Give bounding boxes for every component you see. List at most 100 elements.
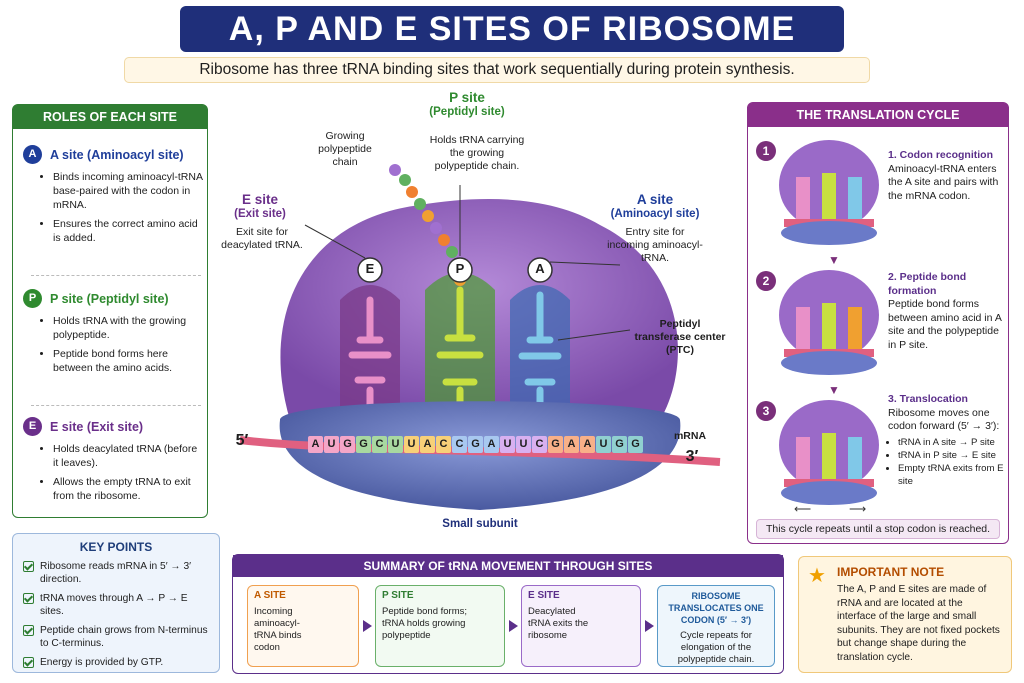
summary-card-text: Incoming aminoacyl-tRNA binds codon xyxy=(254,606,302,653)
codon-letter: C xyxy=(372,436,387,453)
step-number: 2 xyxy=(756,271,776,291)
codon-letter: U xyxy=(404,436,419,453)
mrna-label: mRNA xyxy=(673,430,707,442)
codon-letter: A xyxy=(308,436,323,453)
codon-letter: C xyxy=(436,436,451,453)
role-a-site: A A site (Aminoacyl site) Binds incoming… xyxy=(23,145,203,250)
key-point: Ribosome reads mRNA in 5′ → 3′ direction… xyxy=(23,560,209,586)
summary-card-text: Cycle repeats for elongation of the poly… xyxy=(677,630,755,665)
key-point-text: Energy is provided by GTP. xyxy=(40,657,164,668)
p-site-badge: P xyxy=(455,261,465,276)
codon-letter: U xyxy=(388,436,403,453)
cycle-footer: This cycle repeats until a stop codon is… xyxy=(756,519,1000,539)
arrow-right-icon xyxy=(363,620,372,632)
codon-letter: A xyxy=(564,436,579,453)
page-title: A, P AND E SITES OF RIBOSOME xyxy=(180,6,844,52)
step-3-text: 3. Translocation Ribosome moves one codo… xyxy=(888,393,1006,488)
e-site-badge: E xyxy=(365,261,375,276)
step-3-ribosome-icon: ⟵⟶ xyxy=(779,400,879,515)
a-site-desc: Entry site for incoming aminoacyl-tRNA. xyxy=(607,226,703,264)
a-site-title: A site xyxy=(636,192,674,207)
e-pointer xyxy=(304,224,366,259)
summary-card-title: A SITE xyxy=(254,590,286,601)
down-arrow-icon: ▼ xyxy=(828,383,840,397)
summary-heading: SUMMARY OF tRNA MOVEMENT THROUGH SITES xyxy=(233,555,783,577)
e-site-subtitle: (Exit site) xyxy=(234,208,286,220)
role-a-title: A site (Aminoacyl site) xyxy=(50,147,184,162)
check-icon xyxy=(23,561,34,572)
codon-letter: A xyxy=(484,436,499,453)
role-a-bullet: Binds incoming aminoacyl-tRNA base-paire… xyxy=(53,170,203,212)
small-subunit-label: Small subunit xyxy=(442,518,518,530)
e-trna xyxy=(348,296,392,429)
a-badge: A xyxy=(23,145,42,164)
growing-chain-label: Growing polypeptide chain xyxy=(318,130,372,168)
step-2-text: 2. Peptide bond formation Peptide bond f… xyxy=(888,271,1006,352)
role-p-site: P P site (Peptidyl site) Holds tRNA with… xyxy=(23,289,203,380)
svg-text:⟵: ⟵ xyxy=(794,502,811,515)
codon-letter: U xyxy=(596,436,611,453)
step-desc: Aminoacyl-tRNA enters the A site and pai… xyxy=(888,162,999,202)
role-e-bullet: Holds deacylated tRNA (before it leaves)… xyxy=(53,442,203,470)
summary-card-p: P SITE Peptide bond forms; tRNA holds gr… xyxy=(375,585,505,667)
role-p-title: P site (Peptidyl site) xyxy=(50,291,169,306)
small-subunit xyxy=(279,401,681,510)
p-site-desc: Holds tRNA carrying the growing polypept… xyxy=(429,134,525,172)
important-note-panel: ★ IMPORTANT NOTE The A, P and E sites ar… xyxy=(798,556,1012,673)
down-arrow-icon: ▼ xyxy=(828,253,840,267)
step-desc: Peptide bond forms between amino acid in… xyxy=(888,298,1002,351)
note-text: The A, P and E sites are made of rRNA an… xyxy=(837,584,1000,663)
summary-panel: SUMMARY OF tRNA MOVEMENT THROUGH SITES A… xyxy=(232,554,784,674)
codon-letter: U xyxy=(324,436,339,453)
svg-text:⟶: ⟶ xyxy=(849,502,866,515)
role-p-bullet: Holds tRNA with the growing polypeptide. xyxy=(53,314,203,342)
check-icon xyxy=(23,625,34,636)
roles-panel: ROLES OF EACH SITE A A site (Aminoacyl s… xyxy=(12,104,208,518)
p-badge: P xyxy=(23,289,42,308)
summary-card-a: A SITE Incoming aminoacyl-tRNA binds cod… xyxy=(247,585,359,667)
a-trna xyxy=(518,291,562,429)
arrow-right-icon xyxy=(645,620,654,632)
p-channel xyxy=(425,272,495,420)
step-1-text: 1. Codon recognition Aminoacyl-tRNA ente… xyxy=(888,149,1006,203)
divider xyxy=(31,275,201,276)
ribosome-illustration xyxy=(239,164,721,510)
check-icon xyxy=(23,593,34,604)
p-site-subtitle: (Peptidyl site) xyxy=(429,106,505,118)
ptc-pointer xyxy=(557,329,631,341)
a-site-subtitle: (Aminoacyl site) xyxy=(610,208,700,220)
summary-card-title: RIBOSOME TRANSLOCATES ONE CODON (5′ → 3′… xyxy=(668,591,764,625)
p-trna xyxy=(436,286,484,429)
summary-card-e: E SITE Deacylated tRNA exits the ribosom… xyxy=(521,585,641,667)
p-site-title: P site xyxy=(449,90,485,105)
key-point-text: Peptide chain grows from N-terminus to C… xyxy=(40,625,208,649)
summary-card-title: E SITE xyxy=(528,590,560,601)
a-site-label: A site (Aminoacyl site) xyxy=(600,192,710,221)
a-site-badge: A xyxy=(535,261,545,276)
page-subtitle: Ribosome has three tRNA binding sites th… xyxy=(124,57,870,83)
summary-card-text: Peptide bond forms; tRNA holds growing p… xyxy=(382,606,468,641)
role-p-bullet: Peptide bond forms here between the amin… xyxy=(53,347,203,375)
summary-card-title: P SITE xyxy=(382,590,414,601)
codon-letter: U xyxy=(500,436,515,453)
codon-letter: U xyxy=(516,436,531,453)
e-badge: E xyxy=(23,417,42,436)
role-e-bullet: Allows the empty tRNA to exit from the r… xyxy=(53,475,203,503)
codon-letter: G xyxy=(356,436,371,453)
step-number: 1 xyxy=(756,141,776,161)
codon-letter: G xyxy=(468,436,483,453)
summary-card-translocate: RIBOSOME TRANSLOCATES ONE CODON (5′ → 3′… xyxy=(657,585,775,667)
check-icon xyxy=(23,657,34,668)
ptc-label: Peptidyl transferase center (PTC) xyxy=(634,318,726,356)
star-icon: ★ xyxy=(808,565,826,587)
codon-letter: C xyxy=(452,436,467,453)
codon-letter: C xyxy=(532,436,547,453)
key-point: Peptide chain grows from N-terminus to C… xyxy=(23,624,209,650)
a-pointer xyxy=(549,261,621,266)
role-e-title: E site (Exit site) xyxy=(50,419,144,434)
step-bullet: tRNA in P site → E site xyxy=(898,449,1006,462)
step-title: 2. Peptide bond formation xyxy=(888,271,967,297)
key-points-panel: KEY POINTS Ribosome reads mRNA in 5′ → 3… xyxy=(12,533,220,673)
